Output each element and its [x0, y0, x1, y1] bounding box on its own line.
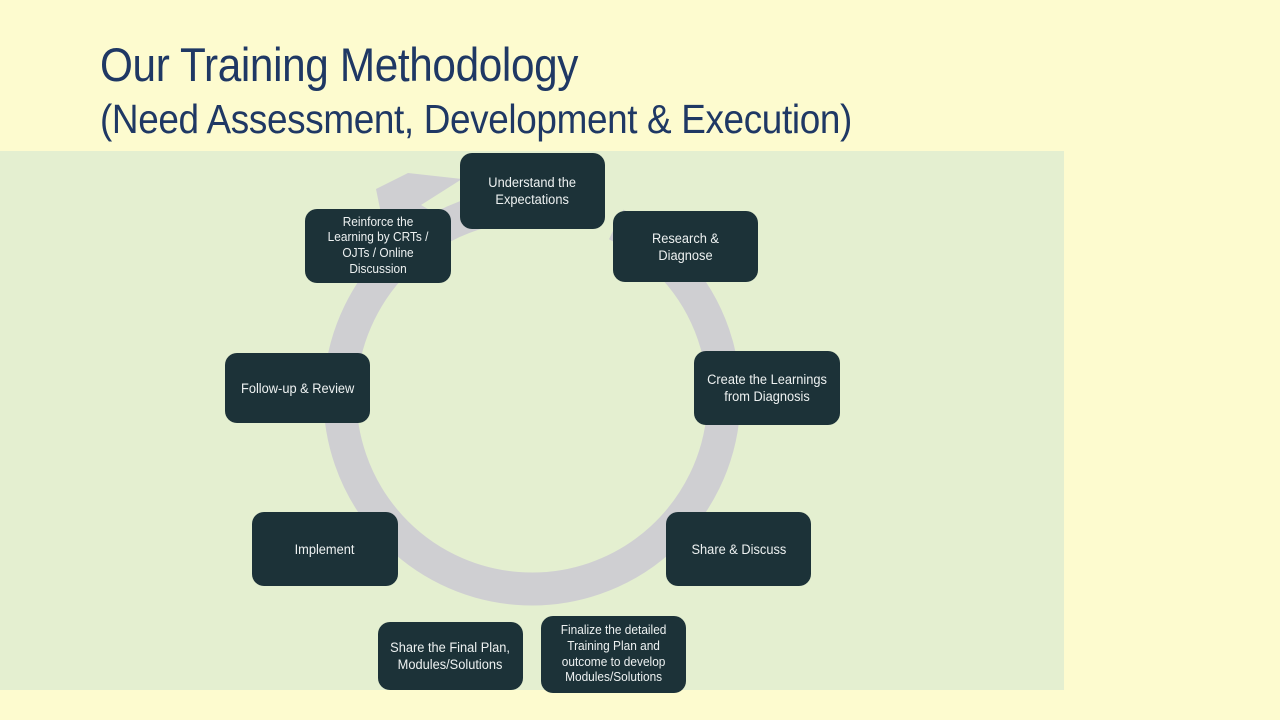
- title-subtitle-line: (Need Assessment, Development & Executio…: [100, 96, 852, 142]
- cycle-node-6[interactable]: Share the Final Plan, Modules/Solutions: [378, 622, 523, 690]
- cycle-node-8[interactable]: Follow-up & Review: [225, 353, 370, 423]
- title-main-line: Our Training Methodology: [100, 38, 579, 91]
- cycle-node-3-label: Create the Learnings from Diagnosis: [707, 372, 827, 404]
- cycle-node-4-label: Share & Discuss: [691, 541, 786, 557]
- cycle-node-6-label: Share the Final Plan, Modules/Solutions: [390, 640, 511, 672]
- cycle-node-8-label: Follow-up & Review: [240, 380, 355, 396]
- page-title: Our Training Methodology (Need Assessmen…: [100, 36, 1000, 144]
- cycle-node-2-label: Research & Diagnose: [651, 230, 720, 263]
- cycle-node-9-label: Reinforce the Learning by CRTs / OJTs / …: [327, 214, 429, 276]
- cycle-node-5-label: Finalize the detailed Training Plan and …: [560, 623, 667, 685]
- cycle-node-7[interactable]: Implement: [252, 512, 398, 586]
- cycle-node-1[interactable]: Understand the Expectations: [460, 153, 605, 229]
- cycle-node-2[interactable]: Research & Diagnose: [613, 211, 758, 282]
- cycle-node-5[interactable]: Finalize the detailed Training Plan and …: [541, 616, 686, 693]
- cycle-node-1-label: Understand the Expectations: [488, 175, 577, 207]
- cycle-ring-graphic: [323, 173, 741, 606]
- cycle-node-7-label: Implement: [295, 541, 355, 557]
- cycle-node-4[interactable]: Share & Discuss: [666, 512, 811, 586]
- cycle-node-3[interactable]: Create the Learnings from Diagnosis: [694, 351, 840, 425]
- cycle-node-9[interactable]: Reinforce the Learning by CRTs / OJTs / …: [305, 209, 451, 283]
